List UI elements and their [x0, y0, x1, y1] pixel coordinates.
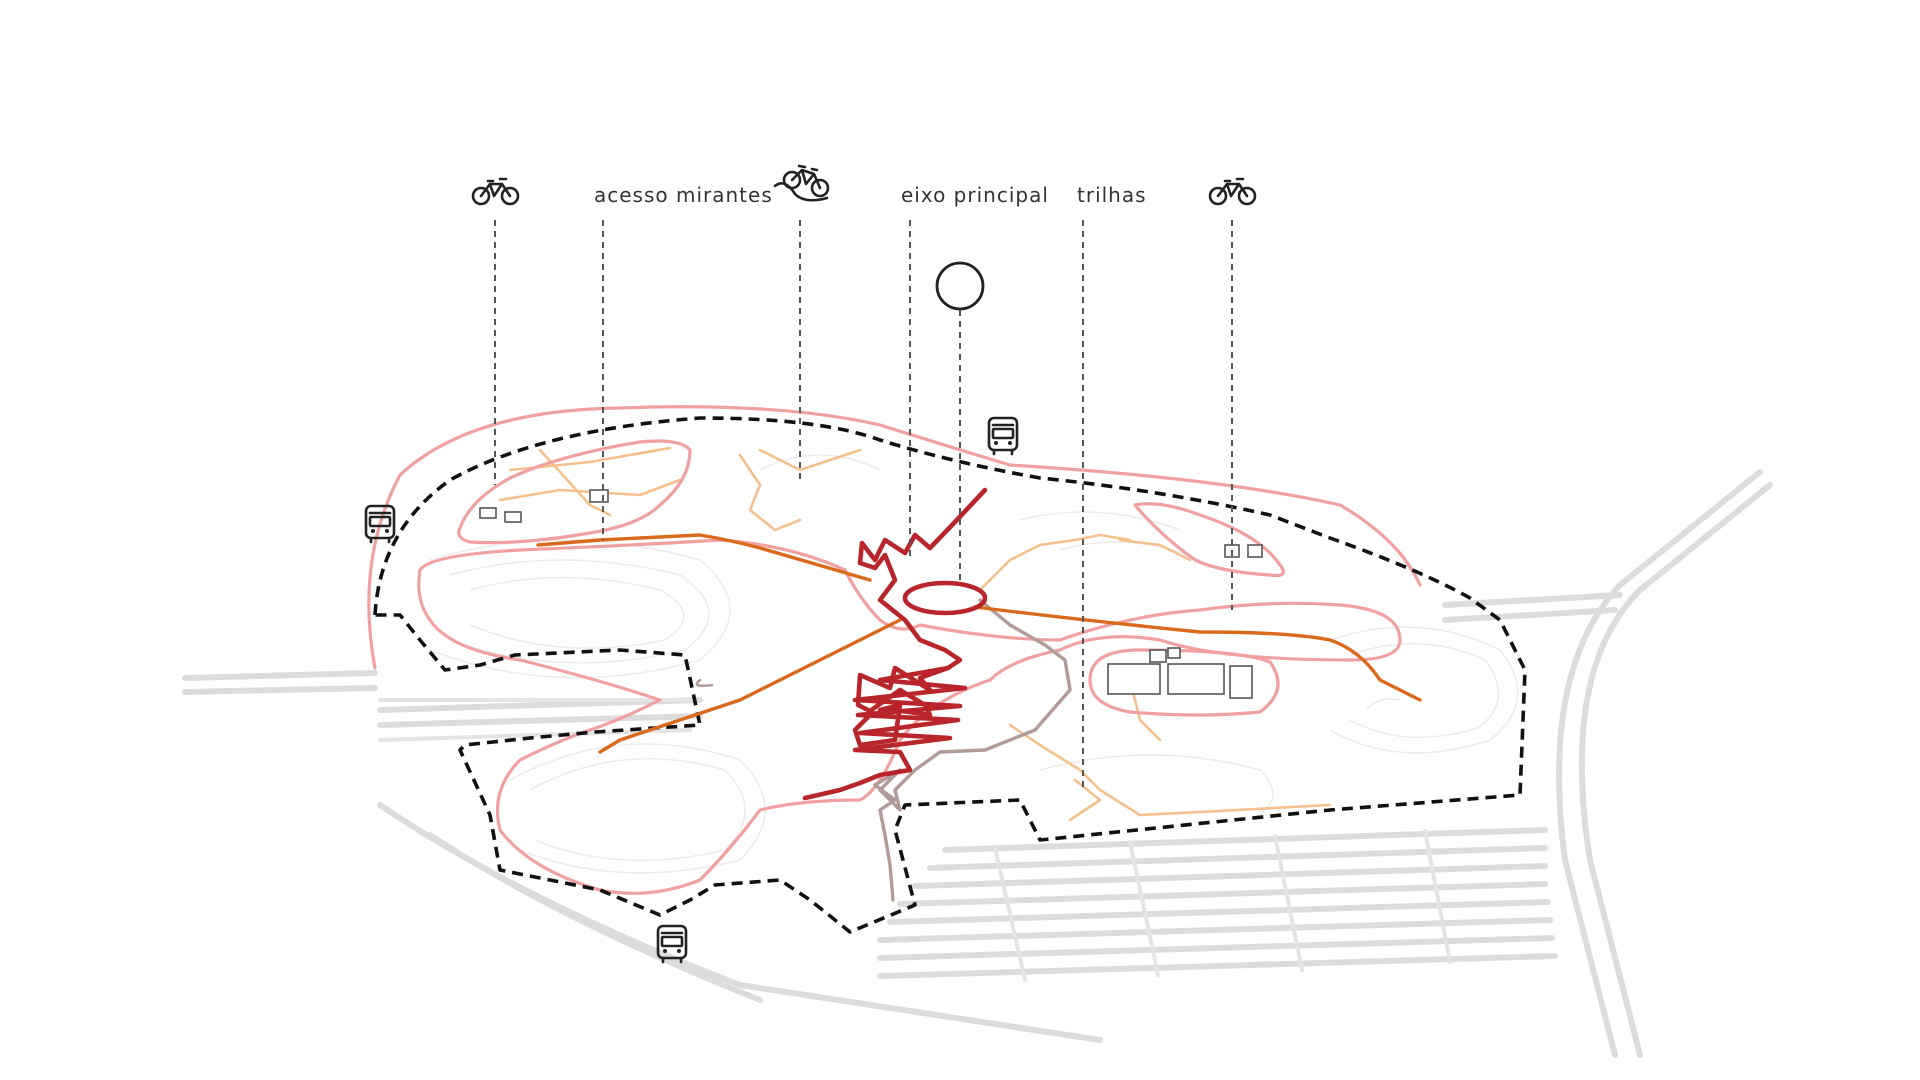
- building-block-1: [1107, 663, 1161, 695]
- orange-path-west: [536, 533, 872, 582]
- building-block-2: [1167, 663, 1225, 695]
- northeast-zone-outline: [1133, 502, 1285, 578]
- outer-perimeter-line: [367, 405, 1422, 670]
- building-small-5: [1247, 544, 1263, 558]
- label-acesso-mirantes: acesso mirantes: [594, 183, 773, 207]
- bus-icon: [364, 504, 396, 544]
- bicycle-hill-icon: [773, 164, 830, 202]
- leader-lines: [494, 220, 1233, 790]
- bicycle-icon: [1208, 177, 1257, 206]
- light-trails: [498, 446, 1332, 822]
- label-trilhas: trilhas: [1077, 183, 1147, 207]
- bus-icon: [656, 924, 688, 964]
- main-axis-roundabout: [902, 580, 988, 616]
- trail-north-1: [738, 453, 802, 532]
- brown-branch: [695, 678, 714, 688]
- trail-east-3: [1008, 723, 1332, 817]
- building-block-4: [1149, 649, 1167, 663]
- main-axis: [802, 487, 988, 801]
- building-block-3: [1229, 665, 1253, 699]
- brown-path: [873, 598, 1072, 902]
- main-axis-north-arm: [852, 487, 988, 748]
- buildings: [479, 489, 1263, 699]
- pink-perimeter: [367, 405, 1422, 895]
- bicycle-icon: [471, 177, 520, 206]
- bus-icon: [987, 416, 1019, 456]
- circle-viewpoint-icon: [935, 261, 985, 311]
- building-small-1: [479, 507, 497, 519]
- orange-access-paths: [536, 533, 1422, 754]
- main-loop-outline: [417, 538, 1402, 895]
- trail-east-1: [978, 533, 1132, 592]
- label-eixo-principal: eixo principal: [901, 183, 1049, 207]
- north-zone-outline: [457, 439, 692, 545]
- trail-north-2: [758, 448, 862, 472]
- orange-path-east: [973, 605, 1422, 702]
- context-streets: [182, 469, 1773, 1058]
- terrain-contours: [429, 454, 1519, 874]
- building-small-2: [504, 511, 522, 523]
- building-small-3: [589, 489, 609, 503]
- orange-path-southwest: [598, 618, 902, 754]
- east-zone-outline: [1088, 648, 1280, 717]
- main-axis-zigzag-south: [802, 665, 968, 801]
- building-block-5: [1167, 647, 1181, 659]
- trail-east-2: [1118, 538, 1192, 562]
- site-boundary-dashed: [373, 416, 1527, 934]
